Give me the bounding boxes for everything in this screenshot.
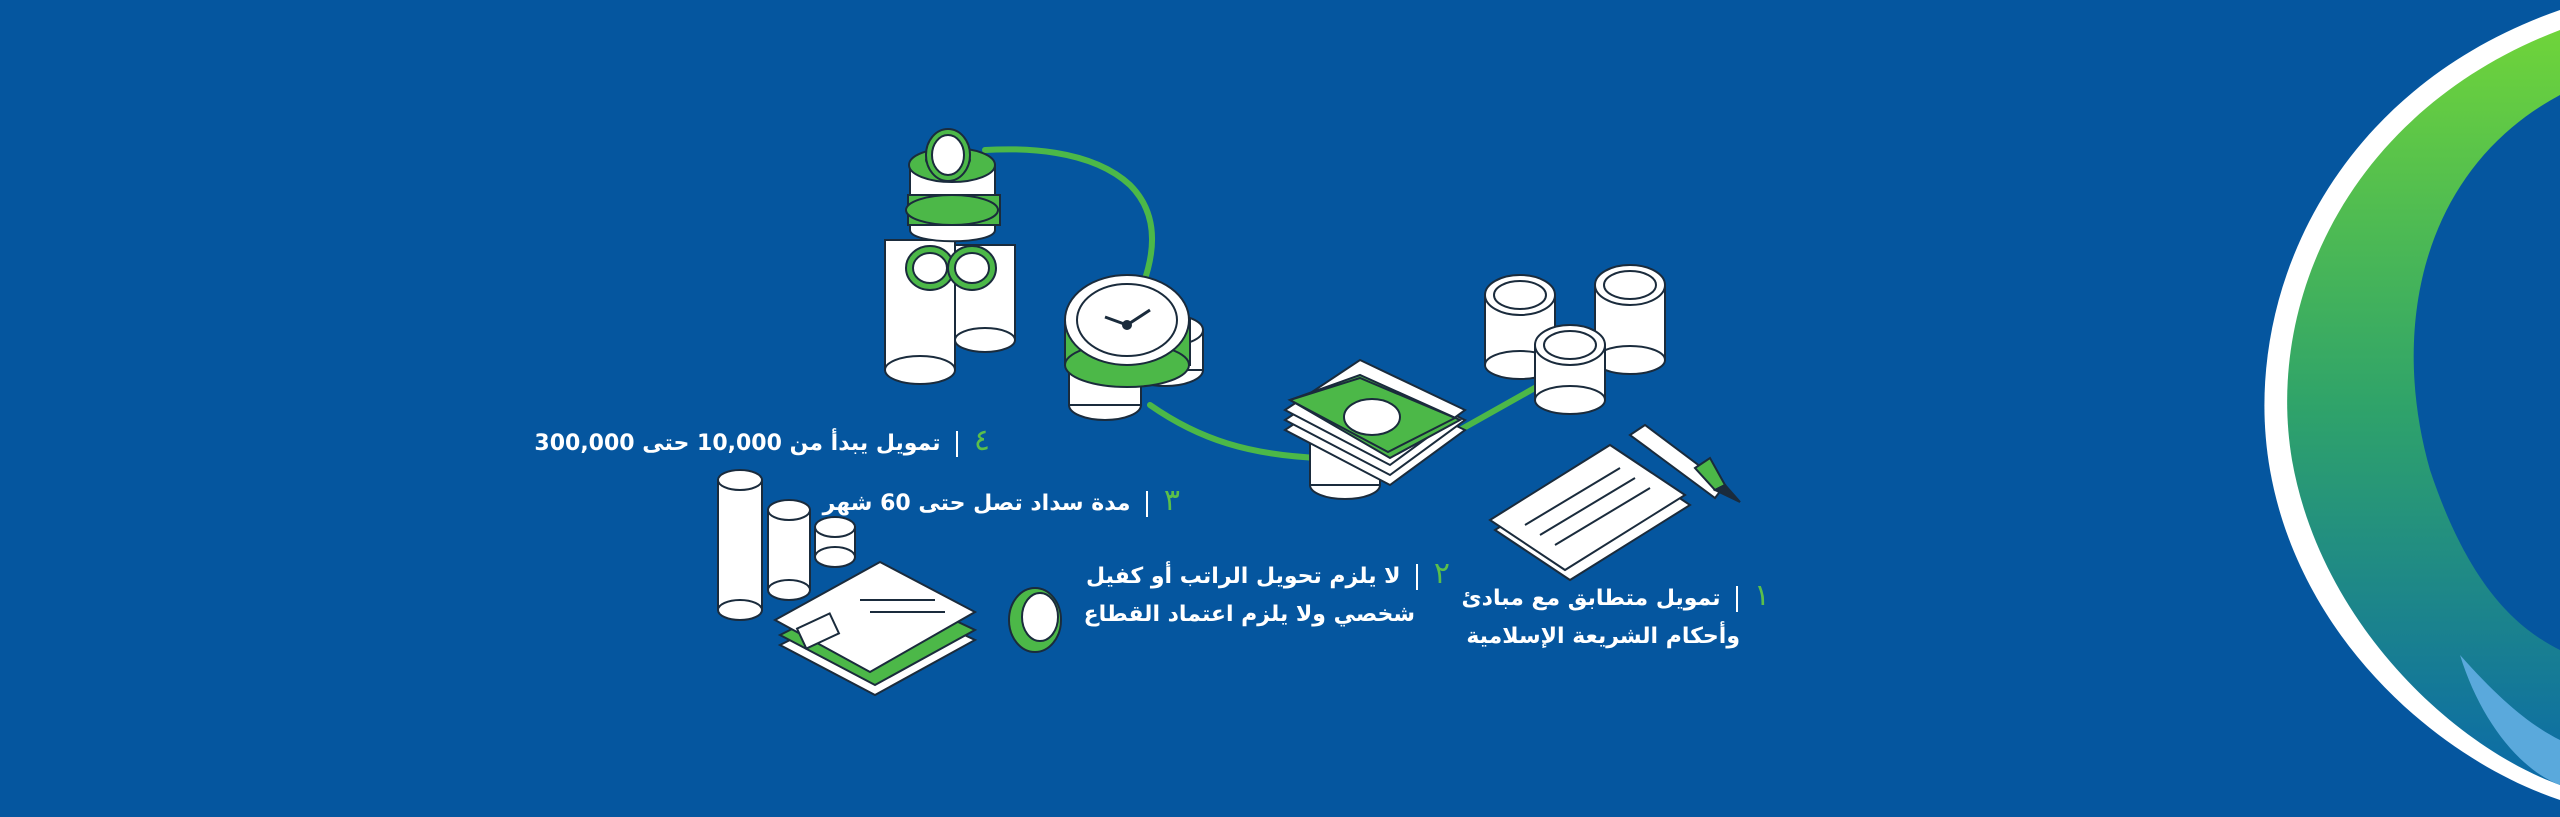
feature-1-divider xyxy=(1736,586,1739,612)
feature-2-divider xyxy=(1416,564,1419,590)
clock-icon xyxy=(1064,274,1204,421)
coin-jar-illustration xyxy=(884,128,1016,385)
feature-4-line1: تمويل يبدأ من 10,000 حتى 300,000 xyxy=(534,431,941,456)
decorative-arc xyxy=(2264,10,2560,800)
feature-3-number: ٣ xyxy=(1163,483,1180,518)
cash-bundle-illustration xyxy=(1283,358,1467,500)
feature-3: ٣ مدة سداد تصل حتى 60 شهر xyxy=(823,482,1180,523)
feature-4-divider xyxy=(956,431,959,457)
feature-1-number: ١ xyxy=(1753,578,1770,613)
feature-1: ١ تمويل متطابق مع مبادئ وأحكام الشريعة ا… xyxy=(1462,577,1771,656)
coin-stacks-illustration xyxy=(1484,264,1666,415)
feature-2: ٢ لا يلزم تحويل الراتب أو كفيل شخصي ولا … xyxy=(1083,555,1450,634)
document-pen-illustration xyxy=(1488,423,1741,582)
feature-3-line1: مدة سداد تصل حتى 60 شهر xyxy=(822,491,1131,516)
feature-4-number: ٤ xyxy=(973,423,990,458)
feature-4: ٤ تمويل يبدأ من 10,000 حتى 300,000 xyxy=(534,422,990,463)
feature-3-divider xyxy=(1146,491,1149,517)
feature-2-line1: لا يلزم تحويل الراتب أو كفيل xyxy=(1085,564,1401,589)
feature-2-line2: شخصي ولا يلزم اعتماد القطاع xyxy=(1083,602,1415,627)
feature-1-line2: وأحكام الشريعة الإسلامية xyxy=(1466,624,1740,649)
card-coins-illustration xyxy=(717,469,1062,697)
feature-1-line1: تمويل متطابق مع مبادئ xyxy=(1461,586,1721,611)
feature-2-number: ٢ xyxy=(1433,556,1450,591)
